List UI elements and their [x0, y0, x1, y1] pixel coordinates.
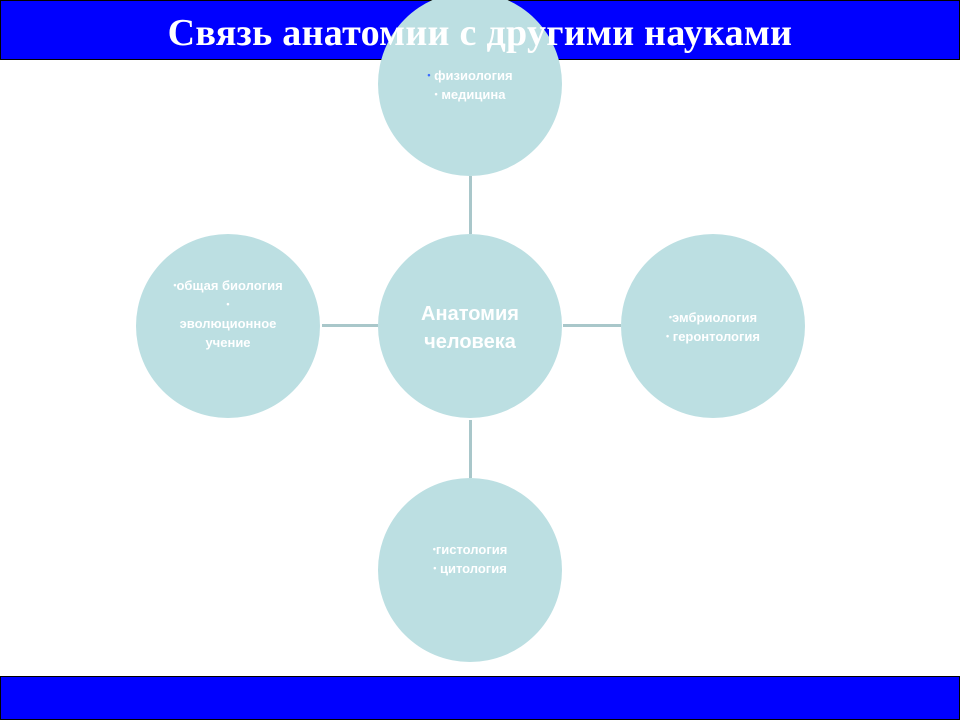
bullet-icon: •	[434, 89, 438, 99]
right-circle-item1: эмбриология	[672, 310, 758, 325]
footer-bar	[0, 676, 960, 720]
connector-bottom	[469, 420, 472, 478]
left-circle-item1: общая биология	[176, 278, 283, 293]
center-circle-line2: человека	[424, 331, 516, 353]
bullet-icon: •	[668, 312, 673, 322]
connector-left	[322, 324, 378, 327]
top-circle-physiology: • физиология • медицина	[378, 0, 562, 176]
bullet-icon: •	[432, 544, 436, 554]
center-circle-anatomy: Анатомия человека	[378, 234, 562, 418]
top-circle-item1: физиология	[434, 68, 513, 83]
right-circle-item2: геронтология	[672, 329, 760, 344]
bullet-icon: •	[226, 299, 230, 309]
bottom-circle-histology: •гистология • цитология	[378, 478, 562, 662]
top-circle-item2: медицина	[441, 87, 506, 102]
bottom-circle-item1: гистология	[435, 542, 508, 557]
bullet-icon: •	[433, 563, 437, 573]
bullet-icon: •	[666, 331, 670, 341]
bullet-icon: •	[427, 70, 431, 80]
bottom-circle-item2: цитология	[439, 561, 507, 576]
slide-title: Связь анатомии с другими науками	[167, 12, 793, 54]
bullet-icon: •	[173, 280, 177, 290]
connector-top	[469, 176, 472, 234]
center-circle-line1: Анатомия	[421, 303, 519, 325]
left-circle-item2: эволюционное учение	[179, 316, 277, 350]
connector-right	[563, 324, 621, 327]
left-circle-biology: •общая биология • эволюционное учение	[136, 234, 320, 418]
right-circle-embryology: •эмбриология • геронтология	[621, 234, 805, 418]
